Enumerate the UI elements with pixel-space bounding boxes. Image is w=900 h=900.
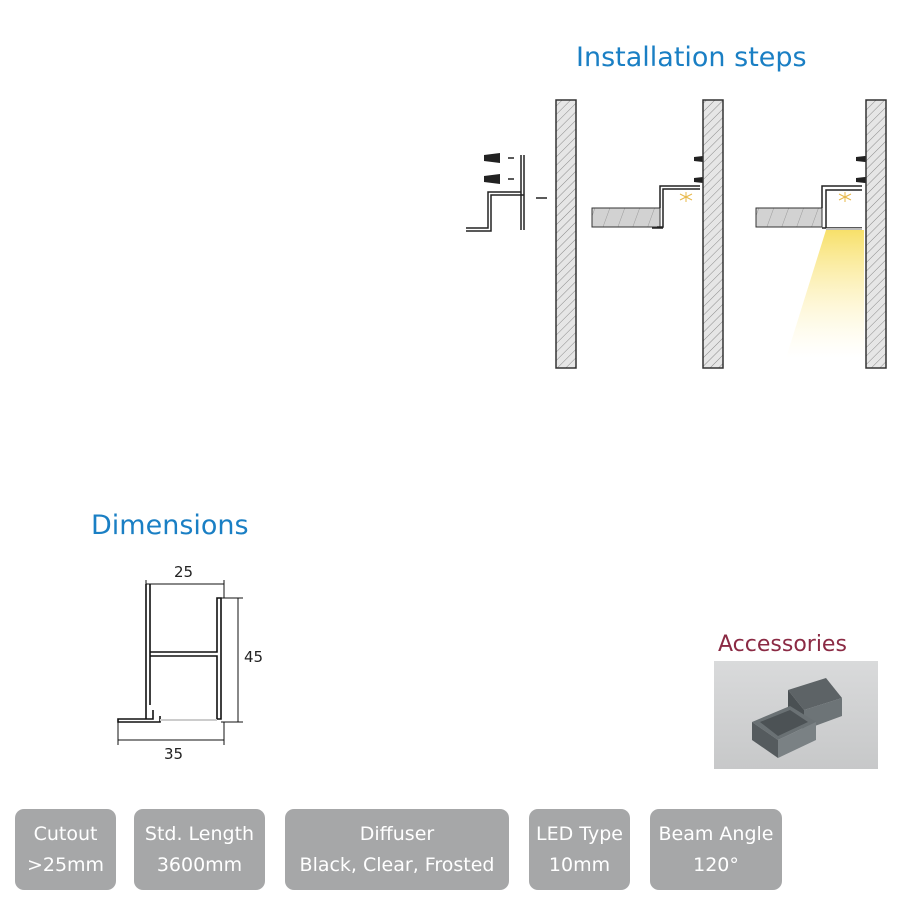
spec-value: 10mm (548, 854, 611, 876)
accessories-photo (714, 661, 878, 769)
installation-step-1 (466, 99, 577, 369)
wall (702, 99, 724, 369)
led-icon (679, 192, 693, 202)
screw-icon (484, 153, 514, 163)
dimension-height-label: 45 (244, 648, 263, 666)
profile-outline (466, 155, 525, 232)
accessories-title: Accessories (718, 632, 847, 657)
led-icon (838, 192, 852, 202)
installation-step-3 (755, 99, 887, 369)
installation-step-2 (591, 99, 724, 369)
spec-label: Diffuser (359, 823, 435, 845)
profile-outline (117, 584, 222, 723)
installation-title: Installation steps (576, 42, 807, 73)
spec-cutout: Cutout >25mm (15, 809, 116, 890)
spec-value: 120° (693, 854, 739, 876)
light-beam (786, 230, 864, 358)
ceiling-board (591, 207, 661, 228)
dimension-top-label: 25 (174, 563, 193, 581)
wall (865, 99, 887, 369)
spec-value: Black, Clear, Frosted (299, 854, 495, 876)
dimensions-title: Dimensions (91, 510, 249, 541)
wall (555, 99, 577, 369)
spec-beam-angle: Beam Angle 120° (650, 809, 782, 890)
screw-icon (484, 174, 514, 184)
dimension-drawing: 25 45 35 (117, 563, 263, 763)
end-cap-icon (752, 706, 816, 758)
spec-value: >25mm (26, 854, 105, 876)
spec-label: Std. Length (144, 823, 255, 845)
spec-std-length: Std. Length 3600mm (134, 809, 265, 890)
ceiling-board (755, 207, 823, 228)
spec-label: LED Type (536, 823, 623, 845)
spec-diffuser: Diffuser Black, Clear, Frosted (285, 809, 509, 890)
spec-label: Cutout (33, 823, 98, 845)
spec-label: Beam Angle (658, 823, 774, 845)
dimension-bottom-label: 35 (164, 745, 183, 763)
spec-value: 3600mm (156, 854, 243, 876)
spec-led-type: LED Type 10mm (529, 809, 630, 890)
